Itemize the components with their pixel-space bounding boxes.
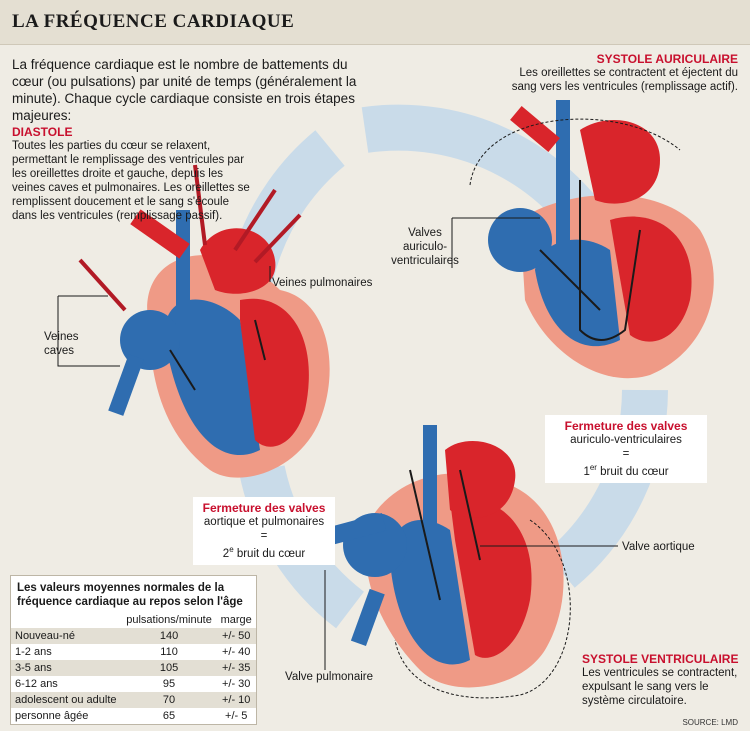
label-valve-pulmonaire: Valve pulmonaire [285, 671, 374, 683]
table-row: 3-5 ans 105 +/- 35 [11, 660, 256, 676]
box-first-heart-sound: Fermeture des valves auriculo-ventricula… [545, 415, 707, 483]
box-second-heart-sound: Fermeture des valves aortique et pulmona… [193, 497, 335, 565]
cell-age: 3-5 ans [11, 660, 122, 676]
table-row: adolescent ou adulte 70 +/- 10 [11, 692, 256, 708]
table-row: Nouveau-né 140 +/- 50 [11, 628, 256, 644]
cell-margin: +/- 10 [216, 692, 256, 708]
title-bar: LA FRÉQUENCE CARDIAQUE [0, 0, 750, 45]
source-credit: SOURCE: LMD [682, 718, 738, 727]
table-header-row: pulsations/minute marge [11, 612, 256, 628]
col-pulsations: pulsations/minute [126, 614, 212, 626]
cell-bpm: 70 [121, 692, 217, 708]
heart-systole-ventriculaire [328, 425, 571, 699]
heart-systole-auriculaire [469, 100, 714, 379]
cell-bpm: 110 [160, 646, 178, 658]
table-title: Les valeurs moyennes normales de la fréq… [17, 582, 243, 608]
table-row: 1-2 ans 110 +/- 40 [11, 644, 256, 660]
box1-sound: 1er bruit du cœur [583, 463, 669, 478]
cell-margin: +/- 50 [216, 628, 256, 644]
cell-bpm: 95 [162, 678, 176, 690]
cell-age: Nouveau-né [11, 628, 122, 644]
intro-text: La fréquence cardiaque est le nombre de … [12, 57, 357, 123]
diastole-heading: DIASTOLE [12, 125, 73, 139]
cell-bpm: 105 [121, 660, 217, 676]
table-row: personne âgée 65 +/- 5 [11, 708, 256, 724]
box2-sound: 2e bruit du cœur [222, 545, 306, 560]
heart-rate-table-grid: pulsations/minute marge Nouveau-né 140 +… [11, 612, 256, 724]
systole-auriculaire-heading: SYSTOLE AURICULAIRE [596, 52, 738, 66]
heart-diastole [78, 164, 330, 478]
box1-eq: = [622, 448, 630, 460]
cell-age: 1-2 ans [15, 646, 52, 658]
box2-heading: Fermeture des valves [202, 501, 326, 515]
cell-margin: +/- 30 [221, 678, 251, 690]
systole-ventriculaire-text: Les ventricules se contractent, expulsan… [582, 667, 738, 707]
box2-line1: aortique et pulmonaires [203, 516, 325, 528]
cell-margin: +/- 35 [216, 660, 256, 676]
leader-lines [57, 217, 618, 670]
cell-margin: +/- 5 [225, 710, 248, 722]
systole-auriculaire-block: SYSTOLE AURICULAIRE Les oreillettes se c… [500, 52, 738, 94]
box2-eq: = [260, 530, 268, 542]
table-row: 6-12 ans 95 +/- 30 [11, 676, 256, 692]
cell-age: adolescent ou adulte [11, 692, 122, 708]
label-valves-av: Valves auriculo-ventriculaires [391, 227, 459, 267]
cell-age: 6-12 ans [15, 678, 58, 690]
cell-bpm: 140 [121, 628, 217, 644]
diastole-text: Toutes les parties du cœur se relaxent, … [12, 140, 250, 222]
col-marge: marge [220, 614, 252, 626]
systole-ventriculaire-heading: SYSTOLE VENTRICULAIRE [582, 652, 739, 666]
systole-ventriculaire-block: SYSTOLE VENTRICULAIRE Les ventricules se… [582, 652, 742, 708]
label-veines-pulmonaires: Veines pulmonaires [272, 277, 373, 289]
label-veines-caves: Veines caves [44, 331, 79, 357]
page-title: LA FRÉQUENCE CARDIAQUE [12, 11, 295, 32]
box1-line1: auriculo-ventriculaires [570, 434, 682, 446]
label-valve-aortique: Valve aortique [622, 541, 695, 553]
box1-heading: Fermeture des valves [564, 419, 688, 433]
systole-auriculaire-text: Les oreillettes se contractent et éjecte… [511, 67, 738, 93]
cell-age: personne âgée [15, 710, 89, 722]
heart-rate-table: Les valeurs moyennes normales de la fréq… [10, 575, 257, 725]
diastole-block: DIASTOLE Toutes les parties du cœur se r… [12, 125, 257, 223]
cell-bpm: 65 [162, 710, 176, 722]
cell-margin: +/- 40 [221, 646, 251, 658]
